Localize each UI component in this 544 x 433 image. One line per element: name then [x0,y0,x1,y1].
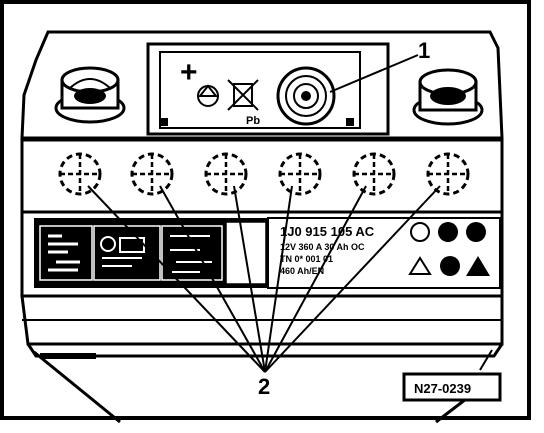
spec-line-1: 12V 360 A 30 Ah OC [280,242,365,252]
warning-icons [408,222,490,276]
callout-2-leader-6 [264,185,441,373]
callout-2-label: 2 [258,374,270,399]
vent-plug-icon [276,66,336,126]
part-number: 1J0 915 105 AC [280,224,375,239]
callout-2-leader-2 [159,185,266,373]
callout-2-leader-5 [264,185,367,373]
callout-1: 1 [329,38,430,93]
callout-1-label: 1 [418,38,430,63]
lid-label-panel: + Pb [146,42,390,136]
clamp-left [33,350,121,424]
figure-id-text: N27-0239 [414,381,471,396]
cell-cap-5 [352,152,396,196]
figure-id-tag: N27-0239 [402,372,502,402]
plus-symbol-icon: + [180,56,198,89]
negative-terminal [54,66,126,124]
figure-frame [0,0,531,420]
callout-2-leader-1 [87,185,266,373]
lead-pb-icon: Pb [246,115,260,127]
callout-2-leader-3 [233,185,266,373]
positive-terminal [412,68,484,126]
front-label-band: 1J0 915 105 AC 12V 360 A 30 Ah OC TN 0* … [20,210,504,298]
crossed-bin-icon [227,79,259,111]
cell-cap-1 [58,152,102,196]
spec-line-2: TN 0* 001 01 [280,254,333,264]
cell-cap-2 [130,152,174,196]
callout-2-leader-4 [264,185,293,373]
cell-cap-strip [20,138,504,214]
cell-cap-3 [204,152,248,196]
cell-cap-6 [426,152,470,196]
spec-line-3: 460 Ah/EN [280,266,324,276]
cell-cap-4 [278,152,322,196]
callout-2-leaders [87,185,441,373]
recycle-icon [197,84,219,107]
